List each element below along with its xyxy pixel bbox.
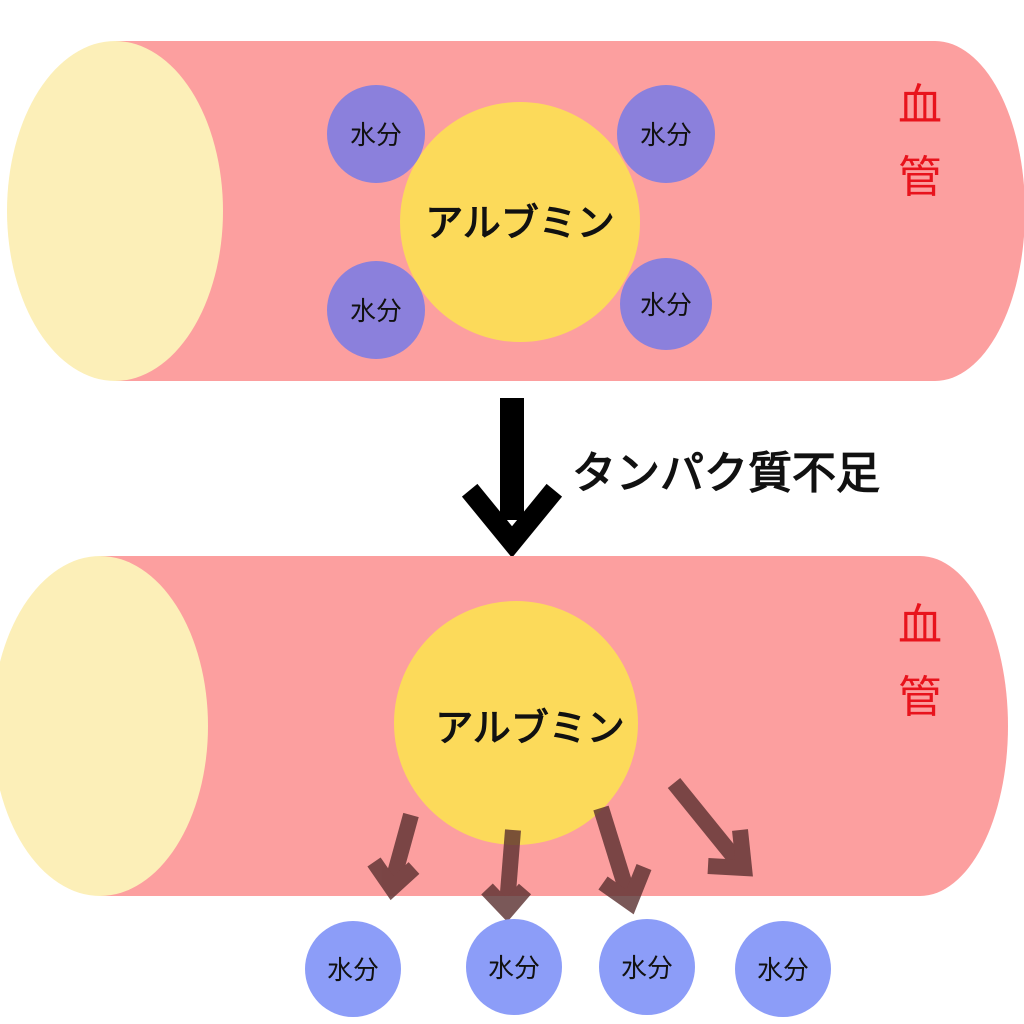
leak-arrow-shaft [384, 812, 419, 887]
top-albumin-circle [400, 102, 640, 342]
arrow-down-shaft [500, 398, 524, 520]
top-water-molecule: 水分 [327, 261, 425, 359]
arrow-down-head [461, 483, 563, 558]
leak-arrow-head [367, 857, 420, 901]
water-label: 水分 [488, 954, 540, 984]
leak-arrow-head [481, 883, 532, 922]
bottom-vessel-label: 血 管 [898, 600, 942, 723]
top-water-molecule: 水分 [617, 85, 715, 183]
transition-label: タンパク質不足 [572, 448, 880, 499]
water-label: 水分 [327, 956, 379, 986]
top-water-molecule: 水分 [620, 258, 712, 350]
water-label: 水分 [640, 121, 692, 151]
water-circle [305, 921, 401, 1017]
leak-arrow-shaft [667, 777, 745, 868]
leak-arrow-head [598, 864, 652, 915]
arrow-diagonal-icon [593, 805, 652, 915]
water-circle [327, 261, 425, 359]
water-circle [599, 919, 695, 1015]
arrow-down-icon [461, 398, 563, 558]
arrow-diagonal-icon [481, 829, 532, 922]
vessel-label-char: 管 [898, 152, 942, 203]
leak-arrow-shaft [593, 805, 636, 898]
bottom-albumin-circle [394, 601, 638, 845]
water-label: 水分 [621, 954, 673, 984]
leaked-water-molecule: 水分 [305, 921, 401, 1017]
top-vessel-opening [7, 41, 223, 381]
bottom-albumin: アルブミン [394, 601, 638, 845]
top-albumin-label: アルブミン [425, 201, 615, 245]
leak-arrow-head [707, 829, 753, 877]
water-circle [620, 258, 712, 350]
water-circle [466, 919, 562, 1015]
water-label: 水分 [350, 121, 402, 151]
arrow-diagonal-icon [667, 777, 753, 877]
vessel-label-char: 管 [898, 672, 942, 723]
bottom-vessel-opening [0, 556, 208, 896]
water-label: 水分 [350, 297, 402, 327]
leaked-water-molecule: 水分 [735, 921, 831, 1017]
leak-arrows [367, 777, 753, 922]
top-albumin: アルブミン [400, 102, 640, 342]
leaked-water-molecules: 水分 水分 水分 水分 [305, 919, 831, 1017]
top-vessel-label: 血 管 [898, 80, 942, 203]
water-circle [617, 85, 715, 183]
arrow-diagonal-icon [367, 812, 420, 901]
leaked-water-molecule: 水分 [466, 919, 562, 1015]
top-water-molecule: 水分 [327, 85, 425, 183]
vessel-label-char: 血 [898, 80, 942, 131]
top-water-molecules: 水分 水分 水分 水分 [327, 85, 715, 359]
leaked-water-molecule: 水分 [599, 919, 695, 1015]
water-label: 水分 [640, 291, 692, 321]
bottom-albumin-label: アルブミン [435, 706, 625, 750]
water-circle [327, 85, 425, 183]
leak-arrow-shaft [499, 829, 521, 906]
vessel-label-char: 血 [898, 600, 942, 651]
water-label: 水分 [757, 956, 809, 986]
water-circle [735, 921, 831, 1017]
